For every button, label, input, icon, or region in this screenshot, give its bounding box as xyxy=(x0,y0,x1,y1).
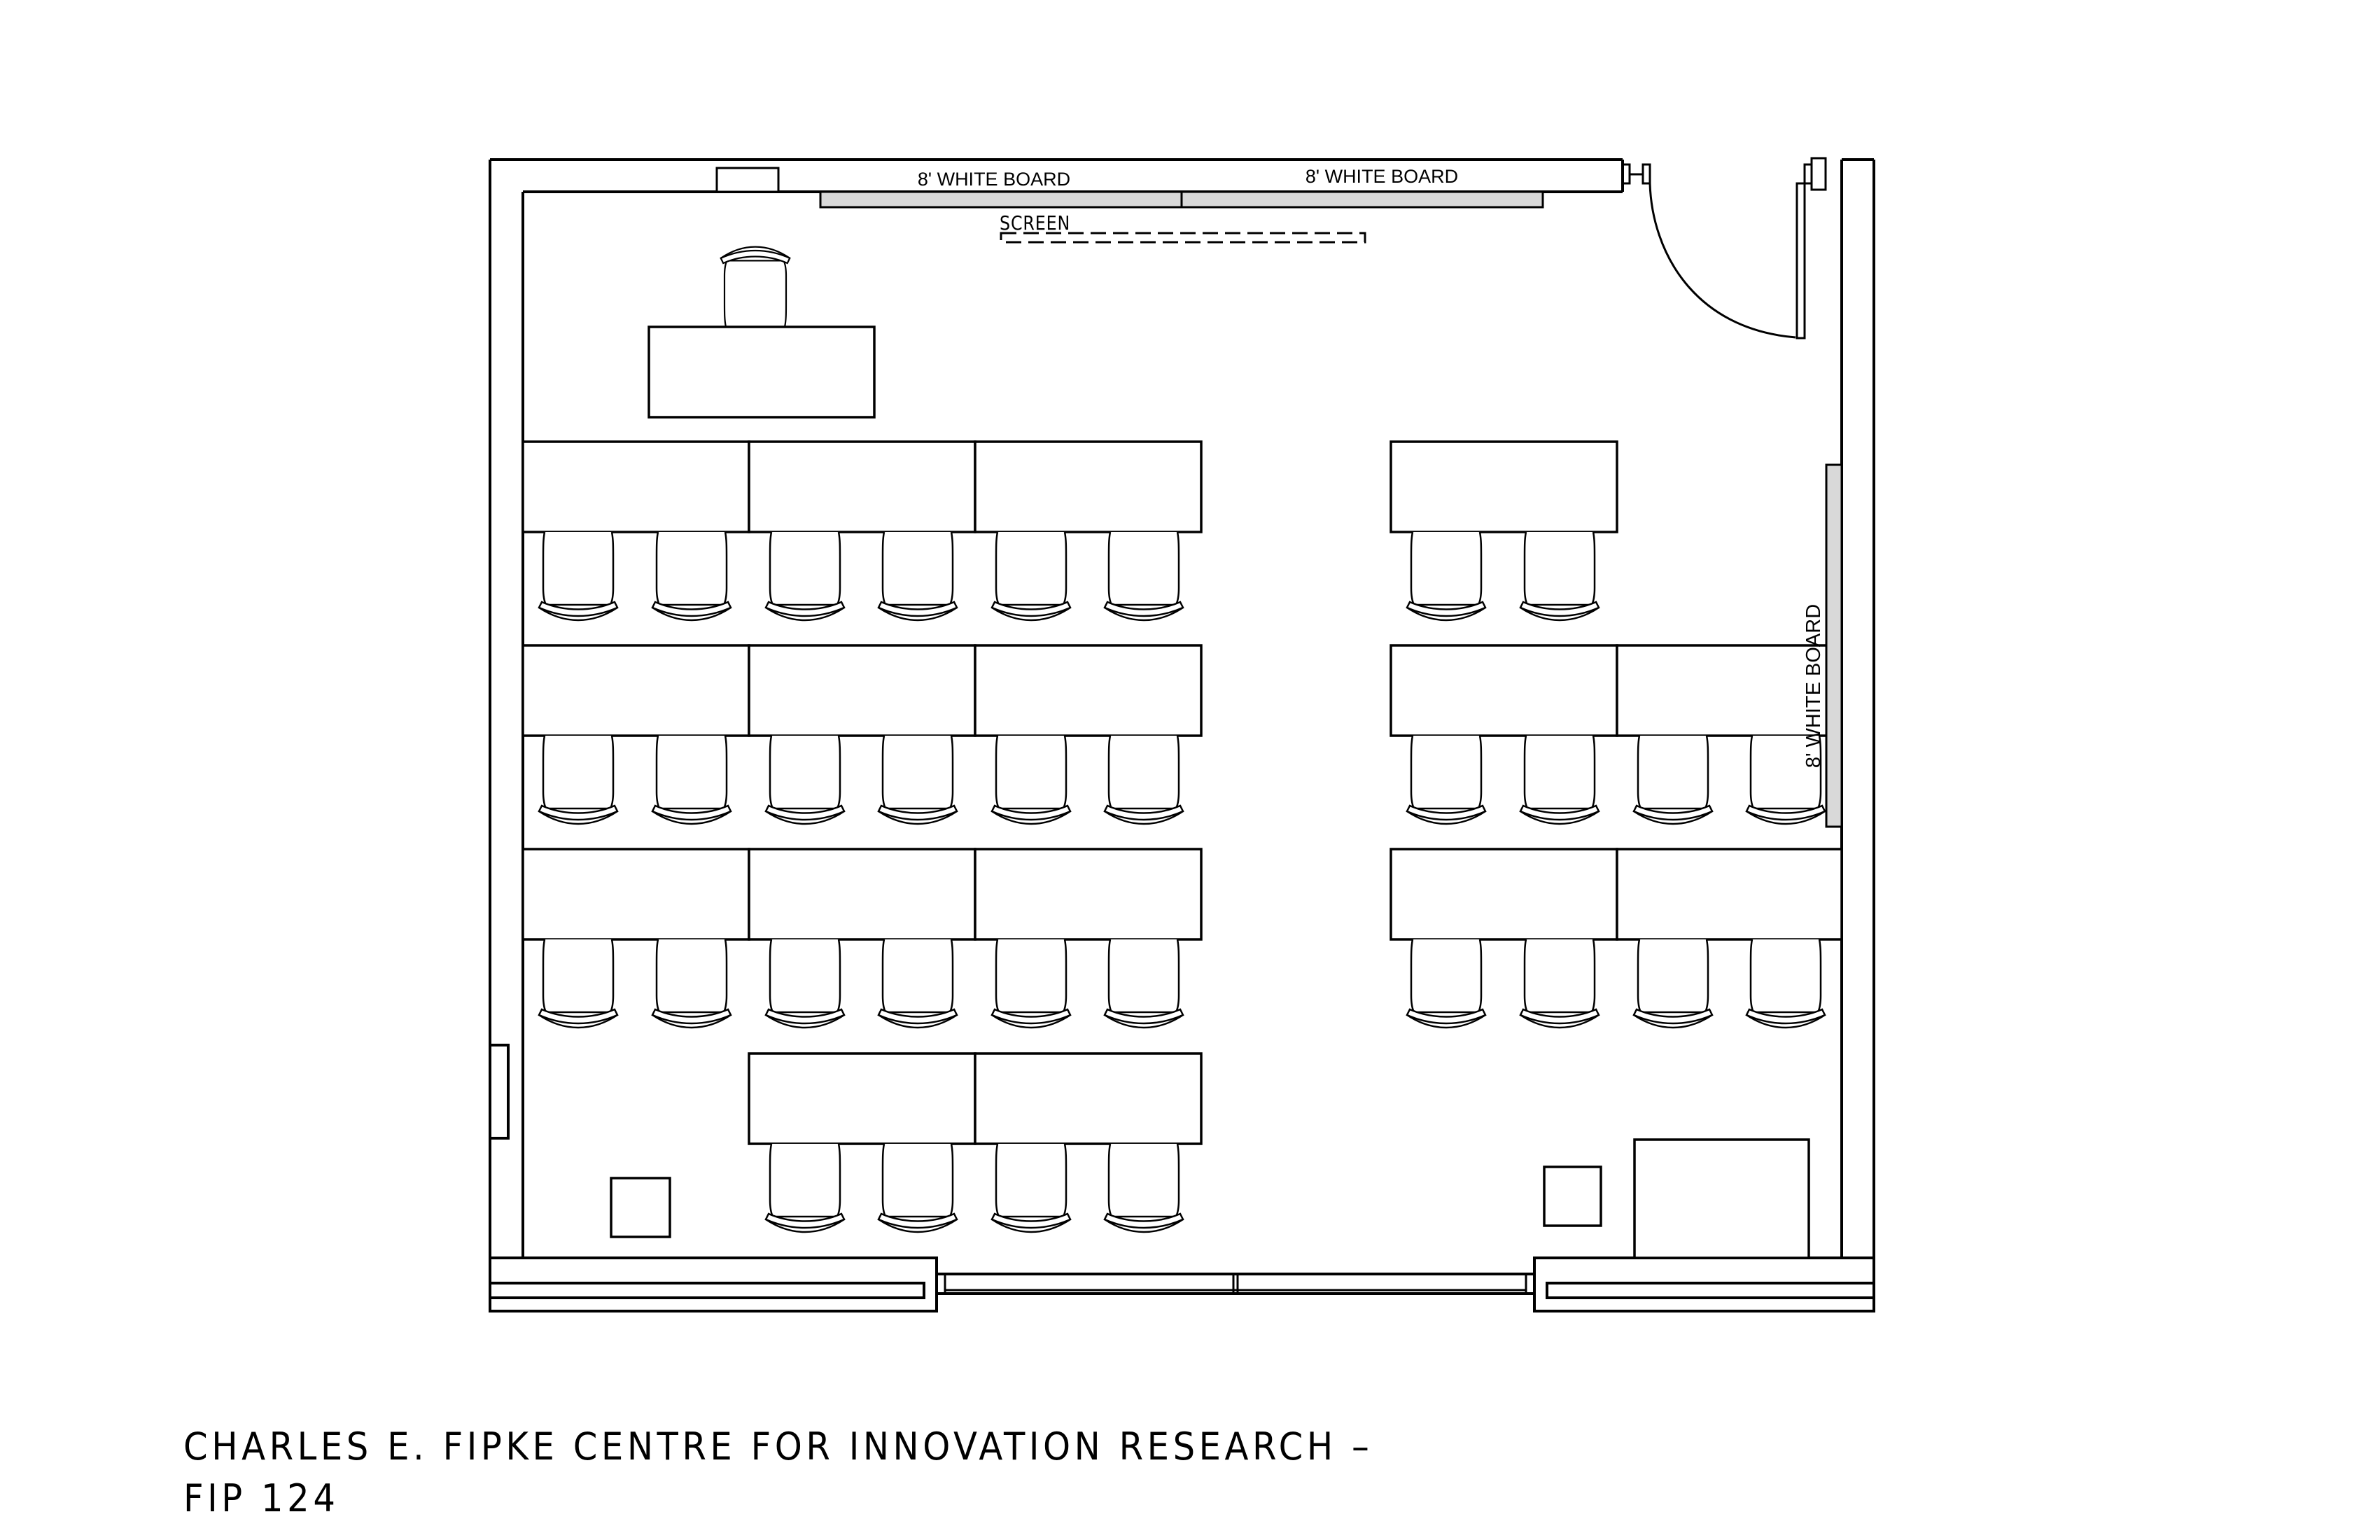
left-table-row-4 xyxy=(748,1052,1203,1233)
whiteboard-top xyxy=(819,190,1544,209)
left-table-row-2 xyxy=(522,644,1203,825)
whiteboard-top-right-label: 8' WHITE BOARD xyxy=(1306,166,1458,187)
right-table-row-2 xyxy=(1390,644,1843,825)
whiteboard-right-label: 8' WHITE BOARD xyxy=(1802,604,1825,768)
room-number: FIP 124 xyxy=(183,1476,340,1520)
screen-label: SCREEN xyxy=(1000,212,1070,234)
left-table-row-3 xyxy=(522,848,1203,1029)
whiteboard-right xyxy=(1825,463,1843,828)
right-table-row-3 xyxy=(1390,848,1843,1029)
drawing-title-block: CHARLES E. FIPKE CENTRE FOR INNOVATION R… xyxy=(183,1421,1476,1525)
drawing-title: CHARLES E. FIPKE CENTRE FOR INNOVATION R… xyxy=(183,1424,1373,1469)
whiteboard-top-left-label: 8' WHITE BOARD xyxy=(918,169,1070,190)
floor-box-left xyxy=(610,1177,671,1238)
instructor-desk xyxy=(648,246,876,419)
bottom-window xyxy=(937,1273,1534,1295)
right-table-row-1 xyxy=(1390,440,1618,622)
door xyxy=(1621,157,1827,340)
counter-cabinet xyxy=(1633,1138,1810,1259)
left-table-row-1 xyxy=(522,440,1203,622)
wall-box xyxy=(715,167,780,193)
floor-box-right xyxy=(1543,1166,1602,1227)
projector-screen xyxy=(1000,232,1366,244)
